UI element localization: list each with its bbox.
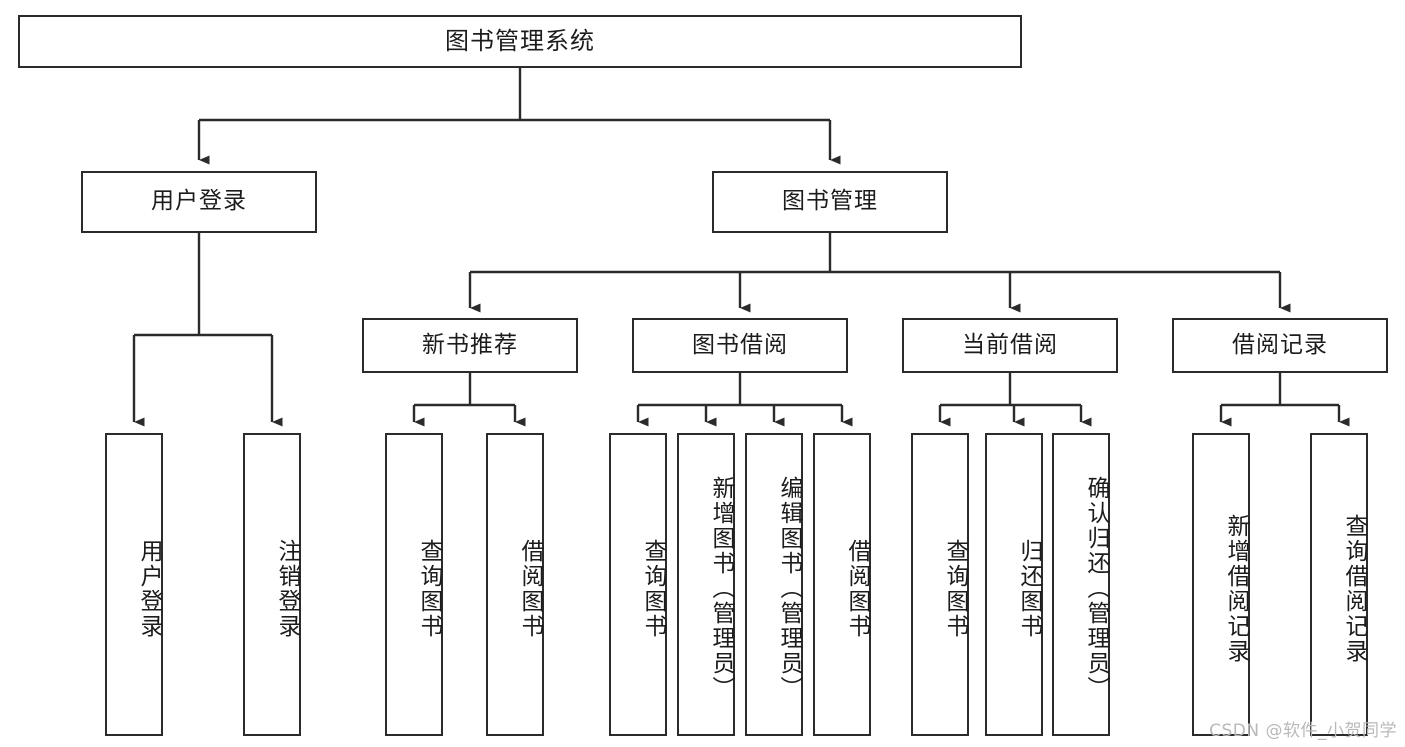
node-root-system[interactable]: 图书管理系统 bbox=[18, 15, 1022, 68]
node-current-borrow[interactable]: 当前借阅 bbox=[902, 318, 1118, 373]
node-label: 新增借阅记录 bbox=[1223, 513, 1249, 664]
node-leaf-query-book-borrow[interactable]: 查询图书 bbox=[609, 433, 667, 736]
node-label: 查询借阅记录 bbox=[1341, 513, 1367, 664]
node-label: 图书管理 bbox=[782, 188, 878, 215]
node-label: 用户登录 bbox=[151, 188, 247, 215]
node-label: 借阅记录 bbox=[1232, 331, 1328, 358]
node-label: 新书推荐 bbox=[422, 331, 518, 358]
node-leaf-borrow-book[interactable]: 借阅图书 bbox=[813, 433, 871, 736]
node-new-book-recommend[interactable]: 新书推荐 bbox=[362, 318, 578, 373]
node-label: 查询图书 bbox=[416, 538, 442, 639]
watermark-text: CSDN @软件_小贺同学 bbox=[1209, 721, 1397, 741]
node-leaf-query-book-current[interactable]: 查询图书 bbox=[911, 433, 969, 736]
node-user-login[interactable]: 用户登录 bbox=[81, 171, 317, 233]
node-leaf-edit-book-admin[interactable]: 编辑图书（管理员） bbox=[745, 433, 803, 736]
node-book-manage[interactable]: 图书管理 bbox=[712, 171, 948, 233]
node-label: 借阅图书 bbox=[844, 538, 870, 639]
node-leaf-borrow-book-recommend[interactable]: 借阅图书 bbox=[486, 433, 544, 736]
node-label: 查询图书 bbox=[640, 538, 666, 639]
node-leaf-query-book-recommend[interactable]: 查询图书 bbox=[385, 433, 443, 736]
node-leaf-query-borrow-record[interactable]: 查询借阅记录 bbox=[1310, 433, 1368, 736]
node-label: 当前借阅 bbox=[962, 331, 1058, 358]
node-label: 确认归还（管理员） bbox=[1083, 476, 1109, 701]
node-leaf-add-borrow-record[interactable]: 新增借阅记录 bbox=[1192, 433, 1250, 736]
node-label: 图书借阅 bbox=[692, 331, 788, 358]
node-label: 借阅图书 bbox=[517, 538, 543, 639]
node-label: 用户登录 bbox=[136, 538, 162, 639]
node-leaf-confirm-return-admin[interactable]: 确认归还（管理员） bbox=[1052, 433, 1110, 736]
node-book-borrow[interactable]: 图书借阅 bbox=[632, 318, 848, 373]
node-label: 图书管理系统 bbox=[445, 27, 595, 56]
node-label: 归还图书 bbox=[1016, 538, 1042, 639]
node-leaf-user-login[interactable]: 用户登录 bbox=[105, 433, 163, 736]
node-leaf-add-book-admin[interactable]: 新增图书（管理员） bbox=[677, 433, 735, 736]
node-label: 查询图书 bbox=[942, 538, 968, 639]
node-label: 编辑图书（管理员） bbox=[776, 476, 802, 701]
node-leaf-logout[interactable]: 注销登录 bbox=[243, 433, 301, 736]
node-borrow-record[interactable]: 借阅记录 bbox=[1172, 318, 1388, 373]
node-leaf-return-book[interactable]: 归还图书 bbox=[985, 433, 1043, 736]
node-label: 新增图书（管理员） bbox=[708, 476, 734, 701]
node-label: 注销登录 bbox=[274, 538, 300, 639]
